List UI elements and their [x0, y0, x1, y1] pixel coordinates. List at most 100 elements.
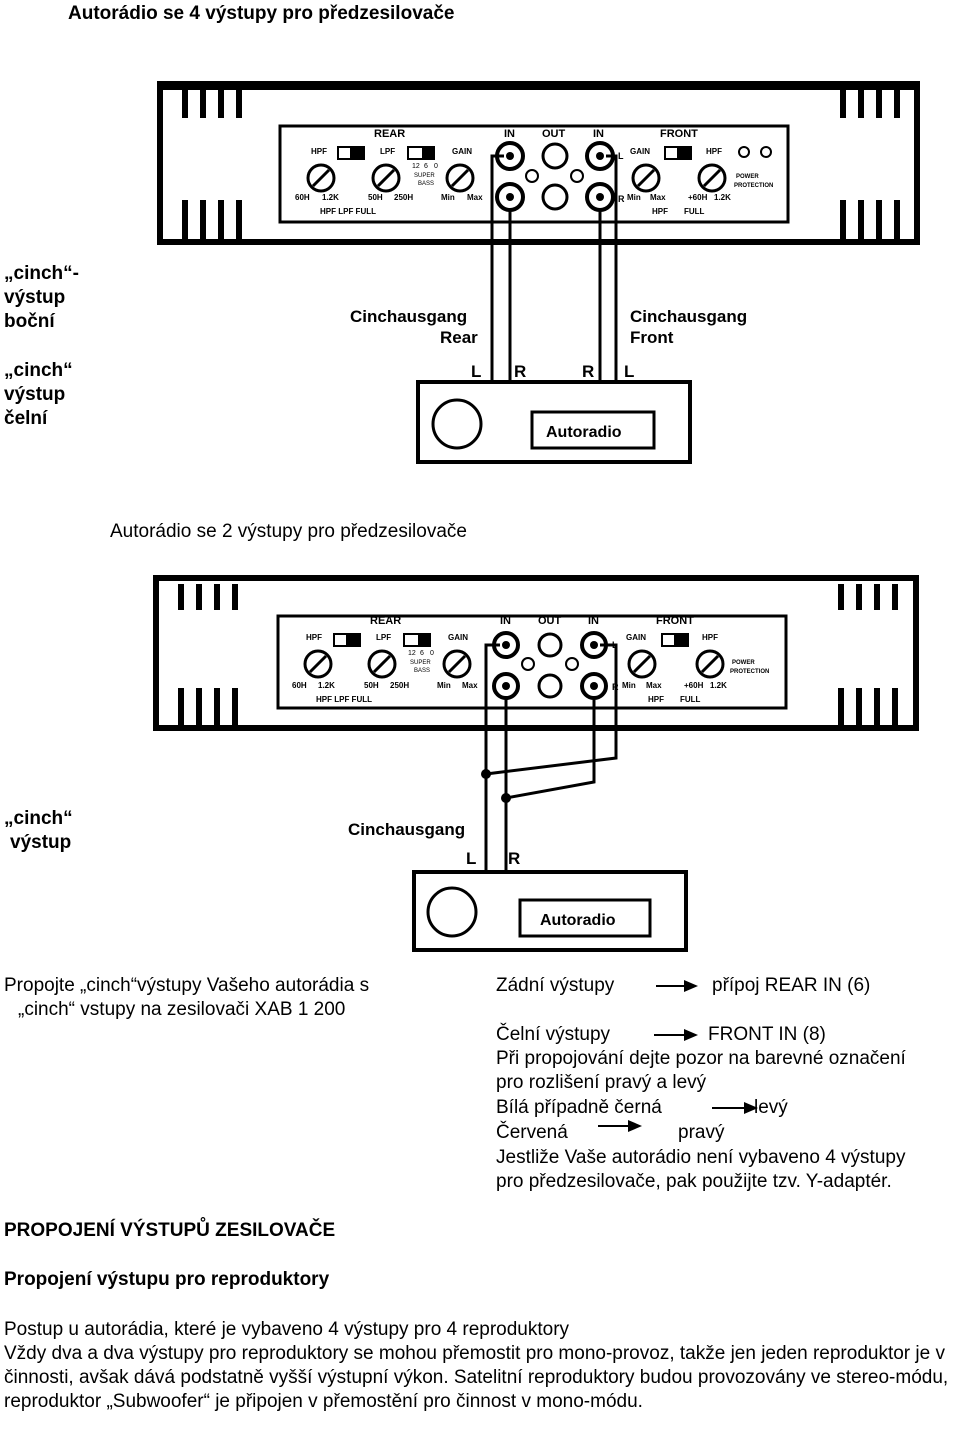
freq-1-2k-label: 1.2K — [318, 681, 335, 690]
wiring-diagram-4-outputs: REAR IN OUT IN FRONT HPF LPF GAIN GAIN H… — [157, 81, 920, 464]
right-channel-text: pravý — [678, 1122, 725, 1143]
white-wire-text: Bílá případně černá — [496, 1097, 662, 1118]
front-label: FRONT — [660, 128, 698, 140]
protection-label: PROTECTION — [734, 183, 773, 189]
front-l-label: L — [624, 362, 634, 381]
y-adapter-line1: Jestliže Vaše autorádio není vybaveno 4 … — [496, 1147, 906, 1168]
cinch-label-line1: „cinch“ — [4, 808, 73, 829]
gain-min-label: Min — [627, 193, 641, 202]
in-label: IN — [593, 128, 604, 140]
rear-in-text: přípoj REAR IN (6) — [712, 975, 871, 996]
radio-label: Autoradio — [540, 912, 616, 929]
gain-label: GAIN — [630, 147, 650, 156]
page-title-2-outputs: Autorádio se 2 výstupy pro předzesilovač… — [110, 521, 467, 542]
filter-mode-label: HPF LPF FULL — [316, 695, 372, 704]
car-radio-2: Autoradio — [412, 870, 688, 952]
gain-max-label: Max — [650, 193, 666, 202]
power-label: POWER — [732, 660, 755, 666]
rear-output-label-2: Rear — [440, 328, 478, 347]
y-adapter-line2: pro předzesilovače, pak použijte tzv. Y-… — [496, 1171, 892, 1192]
cinch-wires-2 — [484, 643, 618, 872]
lpf-label: LPF — [380, 147, 395, 156]
arrow-right-icon — [654, 1029, 698, 1041]
freq-plus60-label: +60H — [684, 681, 704, 690]
rear-output-label-1: Cinchausgang — [350, 307, 467, 326]
gain-max-label: Max — [467, 193, 483, 202]
gain-label: GAIN — [448, 633, 468, 642]
superbass-6-label: 6 — [420, 650, 424, 657]
body-paragraph-2: Vždy dva a dva výstupy pro reproduktory … — [4, 1343, 949, 1412]
car-radio-1: Autoradio — [416, 380, 692, 464]
red-wire-text: Červená — [496, 1122, 568, 1143]
radio-l-label: L — [466, 849, 476, 868]
hpf-label: HPF — [311, 147, 327, 156]
y-split-junction-right — [501, 793, 511, 803]
front-r-label: R — [582, 362, 594, 381]
subsection-heading: Propojení výstupu pro reproduktory — [4, 1269, 330, 1290]
superbass-6-label: 6 — [424, 163, 428, 170]
superbass-label: SUPER — [414, 173, 435, 179]
power-label: POWER — [736, 174, 759, 180]
side-cinch-label-line3: boční — [4, 311, 55, 332]
cinch-wires-1 — [490, 154, 618, 380]
arrow-right-icon — [598, 1120, 642, 1132]
rear-outputs-text: Zádní výstupy — [496, 975, 615, 996]
freq-1-2k-label: 1.2K — [710, 681, 727, 690]
connect-text-line1: Propojte „cinch“výstupy Vašeho autorádia… — [4, 975, 370, 996]
amplifier-2: REAR IN OUT IN FRONT HPF LPF GAIN GAIN H… — [153, 575, 919, 731]
freq-60-label: 60H — [292, 681, 307, 690]
superbass-0-label: 0 — [434, 163, 438, 170]
page-title-4-outputs: Autorádio se 4 výstupy pro předzesilovač… — [68, 3, 455, 24]
superbass-0-label: 0 — [430, 650, 434, 657]
channel-l-label: L — [618, 151, 624, 161]
hpf-label: HPF — [306, 633, 322, 642]
gain-label: GAIN — [626, 633, 646, 642]
amplifier-1: REAR IN OUT IN FRONT HPF LPF GAIN GAIN H… — [157, 81, 920, 245]
rear-l-label: L — [471, 362, 481, 381]
arrow-right-icon — [712, 1102, 758, 1114]
side-cinch-label-line2: výstup — [4, 287, 66, 308]
note-line1: Při propojování dejte pozor na barevné o… — [496, 1048, 906, 1069]
cinch-label-line2: výstup — [10, 832, 72, 853]
note-line2: pro rozlišení pravý a levý — [496, 1072, 707, 1093]
superbass-12-label: 12 — [412, 163, 420, 170]
freq-250-label: 250H — [390, 681, 409, 690]
full-mode-label: FULL — [684, 207, 705, 216]
front-label: FRONT — [656, 615, 694, 627]
superbass-label: SUPER — [410, 660, 431, 666]
full-mode-label: FULL — [680, 695, 701, 704]
gain-max-label: Max — [646, 681, 662, 690]
in-label: IN — [588, 615, 599, 627]
gain-label: GAIN — [452, 147, 472, 156]
channel-r-label: R — [618, 194, 625, 204]
gain-min-label: Min — [437, 681, 451, 690]
freq-50-label: 50H — [364, 681, 379, 690]
superbass-12-label: 12 — [408, 650, 416, 657]
freq-plus60-label: +60H — [688, 193, 708, 202]
front-outputs-text: Čelní výstupy — [496, 1024, 611, 1045]
wiring-diagram-2-outputs: REAR IN OUT IN FRONT HPF LPF GAIN GAIN H… — [153, 575, 919, 952]
gain-max-label: Max — [462, 681, 478, 690]
rear-label: REAR — [370, 615, 401, 627]
section-heading: PROPOJENÍ VÝSTUPŮ ZESILOVAČE — [4, 1220, 336, 1241]
front-output-label-1: Cinchausgang — [630, 307, 747, 326]
in-label: IN — [504, 128, 515, 140]
radio-label: Autoradio — [546, 424, 622, 441]
filter-mode-label: HPF LPF FULL — [320, 207, 376, 216]
protection-label: PROTECTION — [730, 669, 769, 675]
front-output-label-2: Front — [630, 328, 674, 347]
side-cinch-label-line1: „cinch“- — [4, 263, 79, 284]
freq-1-2k-label: 1.2K — [322, 193, 339, 202]
freq-1-2k-label: 1.2K — [714, 193, 731, 202]
gain-min-label: Min — [622, 681, 636, 690]
y-split-junction-left — [481, 769, 491, 779]
in-label: IN — [500, 615, 511, 627]
freq-250-label: 250H — [394, 193, 413, 202]
output-label: Cinchausgang — [348, 820, 465, 839]
hpf-mode-label: HPF — [652, 207, 668, 216]
gain-min-label: Min — [441, 193, 455, 202]
hpf-mode-label: HPF — [648, 695, 664, 704]
freq-60-label: 60H — [295, 193, 310, 202]
rear-label: REAR — [374, 128, 405, 140]
front-cinch-label-line2: výstup — [4, 384, 66, 405]
